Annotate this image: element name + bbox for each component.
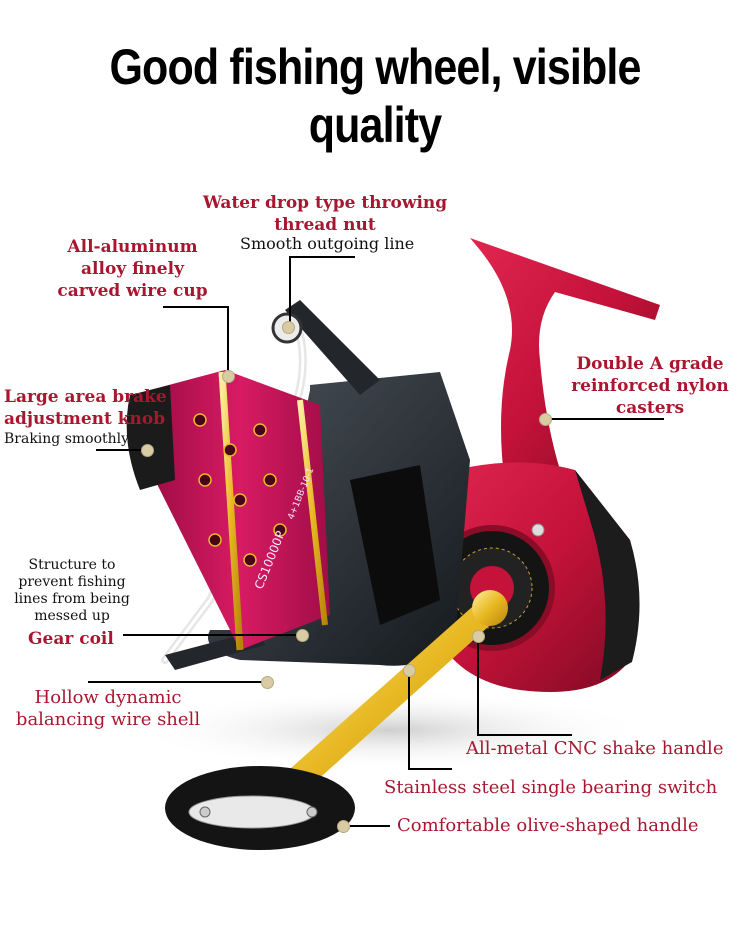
marker-dot bbox=[403, 664, 416, 677]
olive-handle-knob bbox=[165, 766, 355, 850]
callout-title-line: Double A grade bbox=[576, 354, 724, 374]
leader-line bbox=[88, 681, 266, 683]
reel-shadow bbox=[130, 690, 650, 770]
callout-bearing-switch: Stainless steel single bearing switch bbox=[384, 777, 718, 798]
callout-brake-knob: Large area brake adjustment knob bbox=[4, 386, 167, 430]
callout-title-line: Large area brake bbox=[4, 387, 167, 407]
handle-arm bbox=[255, 590, 508, 818]
page-title: Good fishing wheel, visible quality bbox=[109, 39, 641, 153]
callout-subtitle-line: lines from being bbox=[14, 591, 130, 607]
marker-dot bbox=[282, 321, 295, 334]
callout-title-line: casters bbox=[615, 398, 685, 418]
leader-line bbox=[227, 306, 229, 374]
callout-title-line: Hollow dynamic bbox=[34, 687, 182, 708]
callout-subtitle-brake-knob: Braking smoothly bbox=[4, 431, 130, 447]
leader-line bbox=[350, 825, 390, 827]
callout-line-roller: Water drop type throwing thread nut bbox=[196, 192, 454, 236]
leader-line bbox=[477, 636, 479, 736]
callout-title-line: adjustment knob bbox=[4, 409, 166, 429]
callout-title-line: alloy finely bbox=[81, 259, 184, 279]
marker-dot bbox=[296, 629, 309, 642]
spool-holes bbox=[193, 413, 287, 567]
leader-line bbox=[408, 670, 410, 770]
marker-dot bbox=[261, 676, 274, 689]
callout-subtitle-line: Structure to bbox=[28, 557, 116, 573]
leader-line bbox=[163, 306, 229, 308]
leader-line bbox=[477, 734, 572, 736]
leader-line bbox=[544, 418, 664, 420]
leader-line bbox=[123, 634, 301, 636]
marker-dot bbox=[141, 444, 154, 457]
leader-line bbox=[408, 768, 452, 770]
leader-line bbox=[289, 256, 291, 328]
callout-subtitle-line: prevent fishing bbox=[18, 574, 126, 590]
callout-subtitle-line-roller: Smooth outgoing line bbox=[240, 234, 415, 253]
reel-stem bbox=[470, 238, 660, 485]
callout-title-line: Water drop type throwing bbox=[202, 193, 448, 213]
marker-dot bbox=[472, 630, 485, 643]
callout-cnc-handle: All-metal CNC shake handle bbox=[466, 738, 724, 759]
marker-dot bbox=[222, 370, 235, 383]
leader-line bbox=[96, 449, 146, 451]
leader-line bbox=[289, 256, 355, 258]
callout-title-line: thread nut bbox=[274, 215, 376, 235]
callout-title-line: carved wire cup bbox=[57, 281, 208, 301]
marker-dot bbox=[539, 413, 552, 426]
callout-anti-tangle: Structure to prevent fishing lines from … bbox=[8, 557, 136, 625]
callout-wire-shell: Hollow dynamic balancing wire shell bbox=[10, 687, 206, 731]
callout-subtitle-line: messed up bbox=[34, 608, 110, 624]
spool: CS10000P 4+1BB-10-1 bbox=[126, 370, 330, 651]
callout-title-line: All-aluminum bbox=[67, 237, 198, 257]
callout-gear-coil: Gear coil bbox=[28, 629, 114, 649]
callout-title-line: reinforced nylon bbox=[571, 376, 729, 396]
callout-olive-handle: Comfortable olive-shaped handle bbox=[397, 815, 699, 836]
callout-title-line: balancing wire shell bbox=[15, 709, 201, 730]
callout-nylon-casters: Double A grade reinforced nylon casters bbox=[560, 353, 740, 419]
callout-wire-cup: All-aluminum alloy finely carved wire cu… bbox=[50, 236, 215, 302]
marker-dot bbox=[337, 820, 350, 833]
